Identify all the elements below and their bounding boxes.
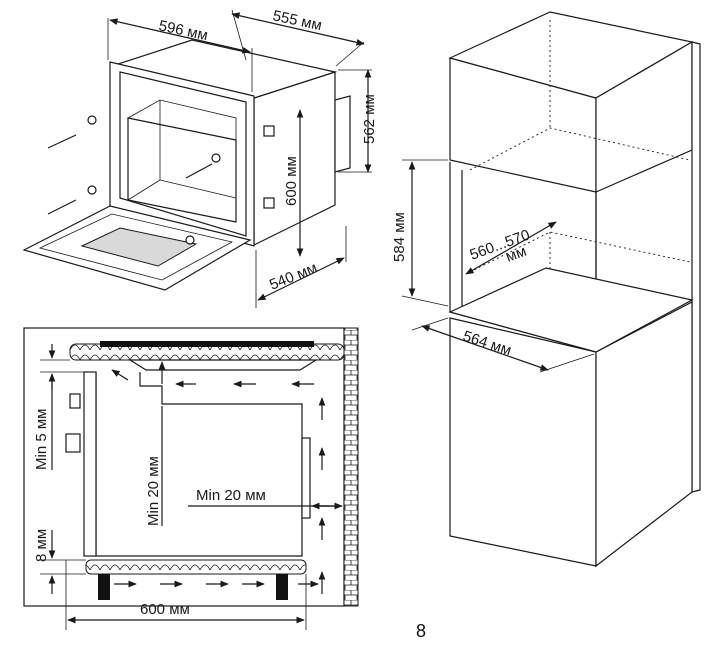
oven-height-label: 562 мм <box>361 94 378 144</box>
gap-top-label: Min 5 мм <box>33 409 50 470</box>
knob-icon <box>69 393 81 409</box>
gap-back-label: Min 20 мм <box>145 456 162 526</box>
oven-width-label: 596 мм <box>157 17 209 44</box>
section-width-label: 600 мм <box>140 601 190 618</box>
oven-perspective-drawing: 596 мм 555 мм 562 мм 600 мм 540 мм <box>22 7 378 308</box>
section-view-drawing: Min 5 мм Min 20 мм Min 20 мм 8 мм 600 мм <box>23 327 359 630</box>
column-cabinet-drawing: 584 мм 560...570 мм 564 мм <box>391 11 701 568</box>
gap-bottom-label: 8 мм <box>33 529 50 562</box>
oven-niche-depth-label: 540 мм <box>267 259 320 293</box>
gap-side-label: Min 20 мм <box>196 487 266 504</box>
page-number: 8 <box>416 621 426 641</box>
screw-icon <box>47 115 221 245</box>
niche-height-label: 584 мм <box>391 212 408 262</box>
airflow-arrows <box>111 369 326 594</box>
oven-front-height-label: 600 мм <box>283 156 300 206</box>
oven-depth-label: 555 мм <box>271 7 323 34</box>
niche-width-unit: мм <box>504 243 529 266</box>
